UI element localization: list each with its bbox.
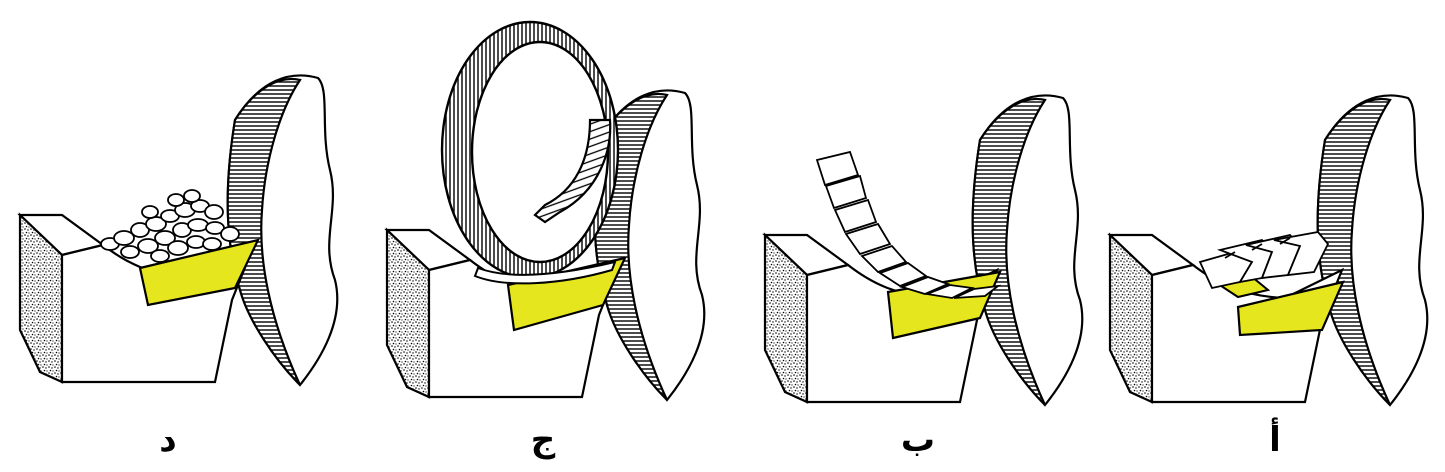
panel-label-ba: ب	[900, 420, 936, 460]
cutting-tool-jim	[506, 256, 627, 332]
panel-ba	[763, 94, 1084, 407]
panel-jim	[385, 20, 706, 402]
panel-label-jim: ج	[530, 420, 556, 460]
stacked-chip-alif	[1198, 231, 1330, 290]
chips-d	[100, 189, 240, 263]
cutting-tool-alif	[1236, 280, 1345, 337]
cutting-tool-d	[138, 238, 260, 307]
panel-label-alif: أ	[1269, 420, 1281, 460]
panel-d	[18, 74, 339, 387]
panel-alif	[1108, 94, 1429, 407]
curled-chip-ba	[815, 150, 1002, 299]
workpiece-ba	[763, 94, 1084, 407]
panel-label-d: د	[159, 420, 177, 460]
